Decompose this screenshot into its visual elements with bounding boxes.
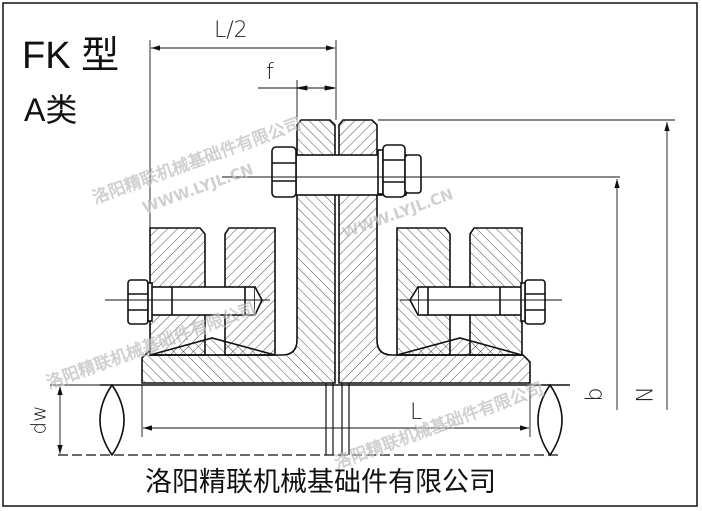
dim-label-f: f xyxy=(266,60,274,85)
dim-label-half-length: L/2 xyxy=(214,18,248,43)
dim-label-b: b xyxy=(582,387,608,402)
right-cone xyxy=(396,337,523,356)
dim-label-L: L xyxy=(410,400,423,425)
coupling-type-title: FK 型 xyxy=(22,35,120,77)
shaft-left-end xyxy=(99,383,125,457)
flange-bolt xyxy=(271,144,422,198)
right-clamp-bolt xyxy=(409,279,546,325)
coupling-class-label: A类 xyxy=(24,92,78,128)
dim-label-dw: dw xyxy=(26,405,51,435)
left-cone xyxy=(149,337,276,356)
left-hub-flange xyxy=(141,119,336,384)
company-name: 洛阳精联机械基础件有限公司 xyxy=(145,467,496,497)
dim-label-N: N xyxy=(633,386,659,403)
left-clamp-bolt xyxy=(127,279,263,325)
frame-border xyxy=(2,2,698,507)
